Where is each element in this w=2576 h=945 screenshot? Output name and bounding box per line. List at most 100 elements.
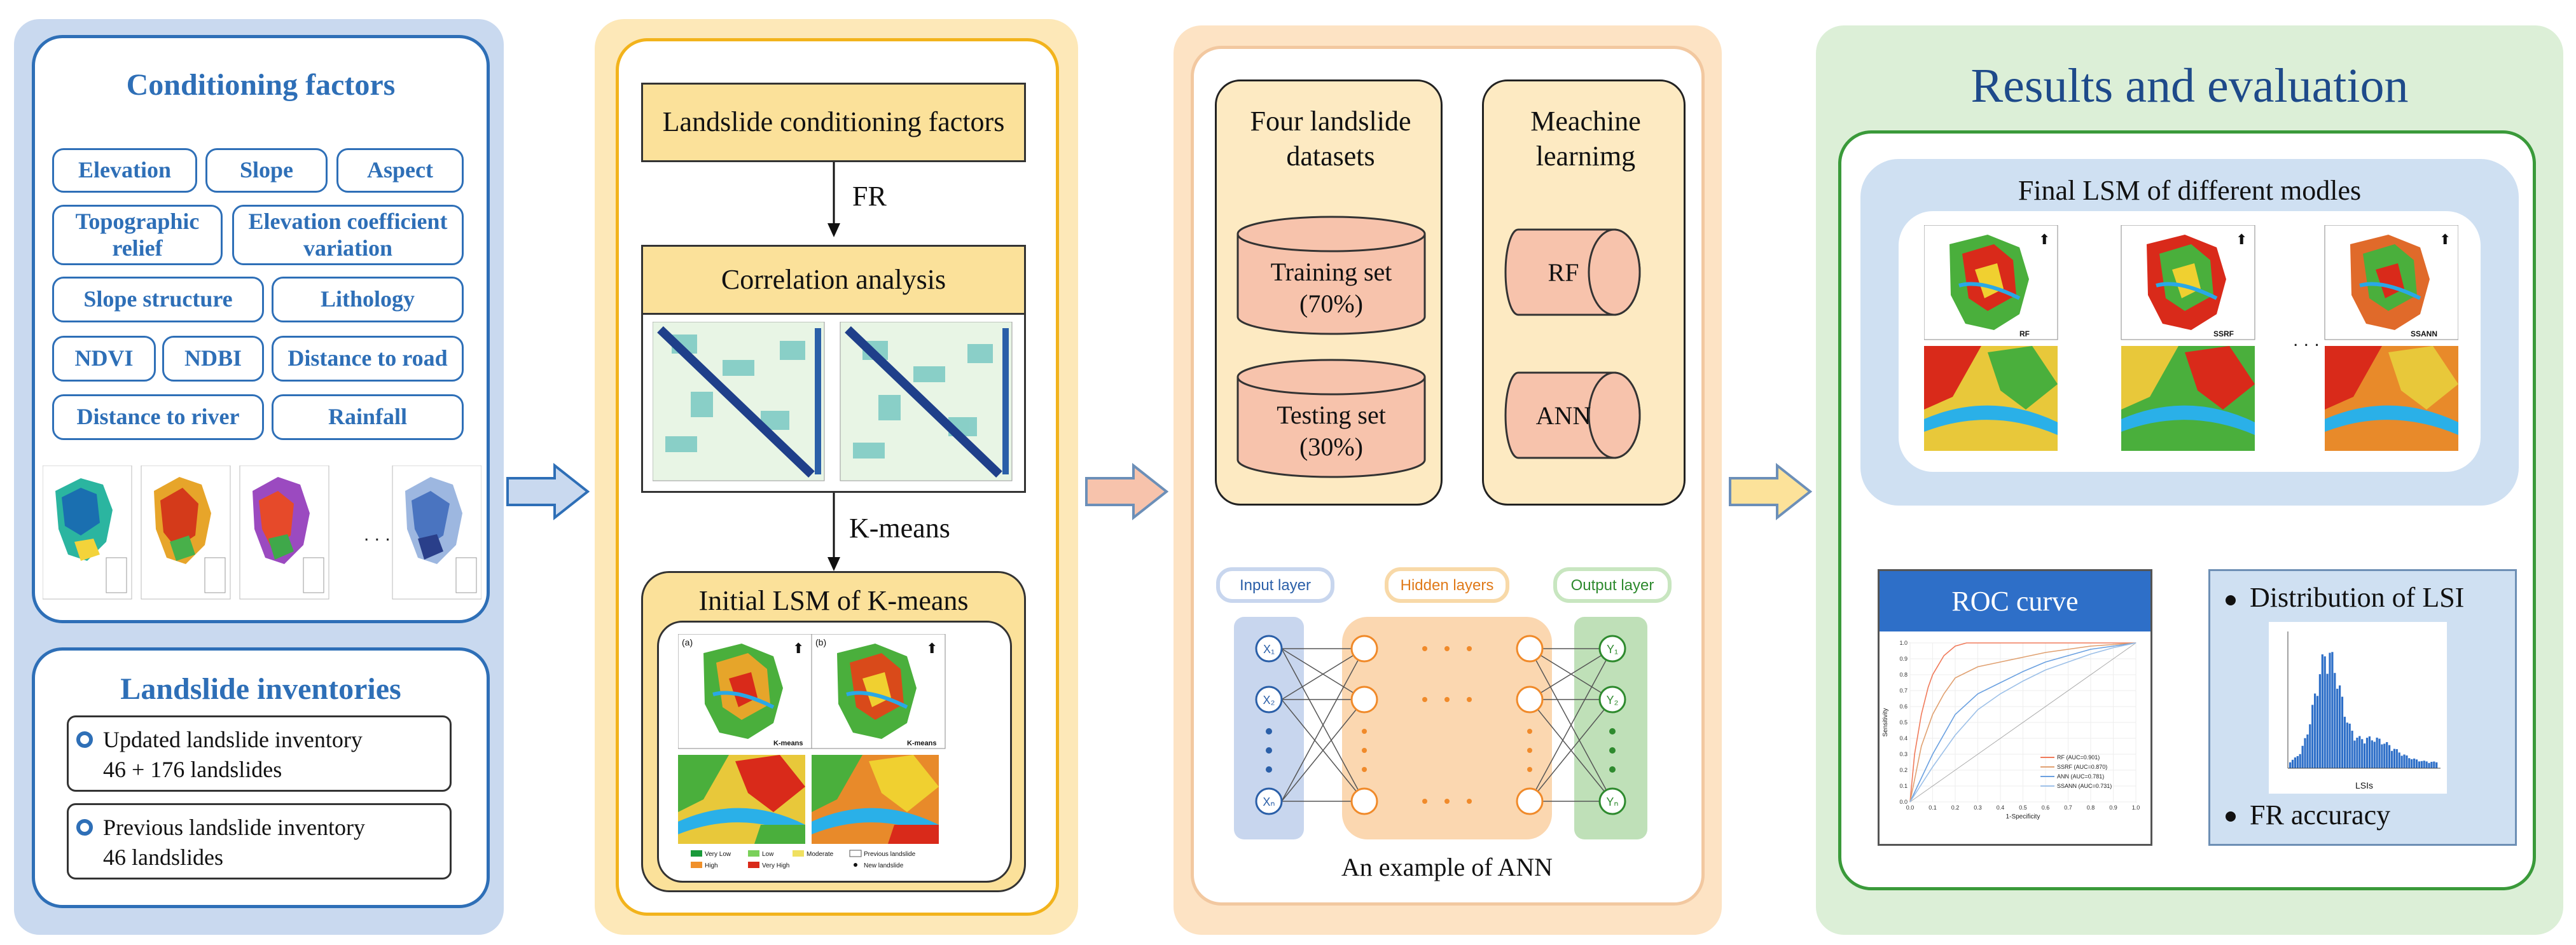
arrow-down-kmeans (828, 493, 840, 571)
lsi-histogram-bar (2393, 748, 2395, 768)
kmeans-map-a-caption: K-means (773, 740, 803, 747)
lsi-histogram-bar (2373, 742, 2376, 768)
roc-x-tick: 0.2 (1951, 804, 1960, 811)
legend-very-high: Very High (762, 862, 789, 869)
landslide-conditioning-factors-box: Landslide conditioning factors (641, 83, 1026, 162)
roc-x-tick: 0.6 (2042, 804, 2050, 811)
lsi-histogram-bar (2361, 739, 2364, 768)
lsi-histogram-bar (2309, 724, 2311, 768)
correlation-heatmap-1 (653, 322, 825, 481)
output-node-y2: Y₂ (1607, 694, 1619, 707)
lsi-histogram-bar (2378, 738, 2381, 768)
lsi-histogram-bar (2314, 693, 2316, 768)
factor-map-slope (141, 466, 231, 600)
hidden-layers-band (1342, 617, 1552, 839)
lsi-histogram-bar (2301, 745, 2304, 768)
flow-arrow-3 (1729, 463, 1813, 520)
lsi-histogram-bar (2306, 734, 2309, 768)
machine-learning-box: Meachine learnimg RF ANN (1482, 79, 1686, 506)
factor-elevation-coefficient-variation: Elevation coefficient variation (232, 205, 464, 265)
lsi-histogram-bar (2304, 738, 2306, 768)
lsi-histogram-bar (2289, 762, 2292, 768)
north-arrow-icon: ⬆ (2439, 231, 2451, 247)
factor-map-rainfall (392, 466, 481, 600)
lsi-histogram-bar (2395, 749, 2398, 768)
output-nodes: Y₁ Y₂ Yₙ (1598, 635, 1626, 815)
factor-elevation: Elevation (52, 148, 197, 193)
roc-legend-label: SSRF (AUC=0.870) (2057, 764, 2107, 770)
lsi-histogram-bar (2353, 740, 2356, 768)
roc-x-tick: 0.3 (1974, 804, 1982, 811)
lsi-histogram-bar (2413, 758, 2416, 768)
roc-curve-title: ROC curve (1880, 571, 2150, 631)
correlation-heatmaps (653, 322, 1013, 481)
inventory-updated: Updated landslide inventory 46 + 176 lan… (67, 715, 452, 792)
lsm-map-ssrf: SSRF ⬆ (2121, 225, 2255, 451)
lsm-maps-ellipsis: . . . (2293, 329, 2320, 350)
factor-lithology: Lithology (272, 277, 464, 322)
roc-y-tick: 0.0 (1899, 799, 1908, 805)
lsi-histogram-bar (2316, 696, 2319, 768)
input-layer-label: Input layer (1240, 577, 1311, 594)
lsi-histogram-bar (2331, 652, 2334, 768)
output-node-y1: Y₁ (1607, 643, 1618, 656)
lsi-histogram-bar (2291, 759, 2294, 768)
input-node-x2: X₂ (1263, 694, 1275, 707)
lsm-map-rf-label: RF (2019, 329, 2030, 338)
factor-ndvi: NDVI (52, 336, 156, 382)
lsi-histogram-bar (2386, 742, 2388, 768)
lsi-histogram-bar (2356, 737, 2358, 768)
inventory-updated-line2: 46 + 176 landslides (103, 756, 282, 782)
final-lsm-thumbnails: RF ⬆ SSRF ⬆ . . . (1924, 225, 2458, 451)
roc-y-tick: 0.4 (1899, 735, 1908, 742)
flow-arrow-1 (506, 463, 590, 520)
roc-y-tick: 0.5 (1899, 719, 1908, 726)
factor-slope: Slope (205, 148, 328, 193)
lsi-histogram-bar (2348, 723, 2351, 768)
roc-legend-label: SSANN (AUC=0.731) (2057, 783, 2112, 789)
lsm-map-ssrf-label: SSRF (2213, 329, 2234, 338)
roc-y-tick: 1.0 (1899, 640, 1908, 646)
kmeans-map-a-label: (a) (682, 637, 693, 647)
north-arrow-icon: ⬆ (2236, 231, 2247, 247)
flow-arrow-2 (1085, 463, 1169, 520)
lsi-histogram: LSIs (2269, 622, 2447, 794)
ann-label: ANN (1535, 401, 1591, 430)
kmeans-map-b: (b) K-means ⬆ (811, 634, 946, 749)
fr-label: FR (852, 181, 887, 212)
roc-x-tick: 0.5 (2019, 804, 2027, 811)
lsi-histogram-bar (2371, 740, 2373, 768)
initial-lsm-title: Initial LSM of K-means (698, 584, 969, 616)
lsi-histogram-bar (2403, 754, 2406, 768)
inventory-updated-line1: Updated landslide inventory (103, 727, 363, 752)
lsi-title: Distribution of LSI (2250, 582, 2465, 613)
lsi-histogram-bar (2343, 717, 2346, 768)
lsi-histogram-bar (2420, 761, 2423, 768)
lsi-histogram-bar (2400, 755, 2403, 768)
input-node-xn: Xₙ (1263, 796, 1275, 808)
lsi-histogram-bar (2329, 652, 2331, 768)
initial-lsm-box: Initial LSM of K-means (a) K-means ⬆ (b) (641, 571, 1026, 892)
testing-set-cylinder (1236, 359, 1426, 478)
kmeans-map-b-label: (b) (815, 637, 826, 647)
roc-series-line (1909, 642, 2136, 803)
output-layer-band (1574, 617, 1647, 839)
final-lsm-title: Final LSM of different modles (2018, 175, 2362, 206)
legend-moderate: Moderate (807, 851, 834, 858)
lsi-histogram-bar (2341, 696, 2344, 768)
lsi-histogram-bar (2398, 752, 2400, 768)
hidden-layers-tag: Hidden layers (1385, 567, 1509, 603)
datasets-title: Four landslide datasets (1250, 106, 1411, 172)
factor-aspect: Aspect (336, 148, 464, 193)
factor-maps: . . . (43, 466, 481, 600)
results-title: Results and evaluation (1970, 59, 2409, 113)
kmeans-maps: (a) K-means ⬆ (b) K-means ⬆ (678, 634, 946, 869)
legend-new-landslide: New landslide (864, 862, 904, 869)
lsi-xlabel: LSIs (2355, 780, 2373, 790)
kmeans-label: K-means (849, 513, 950, 544)
lsi-histogram-bar (2406, 755, 2408, 768)
output-layer-label: Output layer (1571, 577, 1654, 594)
input-node-x1: X₁ (1263, 643, 1275, 656)
roc-series-line (1909, 642, 2136, 803)
